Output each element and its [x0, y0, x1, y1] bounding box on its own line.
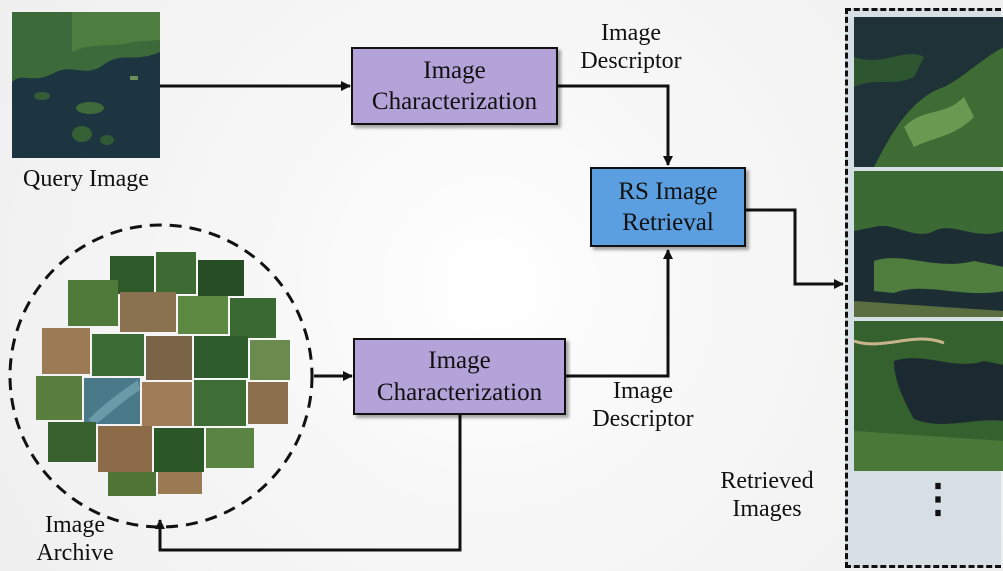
bottom-characterization-line2: Characterization	[376, 378, 543, 406]
more-results-ellipsis: ⋮	[918, 476, 958, 521]
retrieved-images-line2: Images	[732, 495, 802, 522]
query-image	[12, 12, 160, 158]
arrow-top-descriptor-to-retrieval	[558, 84, 673, 166]
top-characterization-line1: Image	[423, 56, 486, 84]
top-descriptor-line2: Descriptor	[580, 47, 682, 74]
arrow-feedback-to-archive	[155, 415, 462, 552]
query-image-caption: Query Image	[23, 166, 149, 192]
retrieved-image-3	[854, 321, 1003, 471]
retrieved-image-2	[854, 171, 1003, 317]
arrow-retrieval-to-results	[745, 208, 844, 289]
arrow-bottom-descriptor-to-retrieval	[566, 249, 673, 378]
image-archive-line1: Image	[45, 512, 105, 538]
image-archive-line2: Archive	[36, 539, 114, 566]
retrieval-line2: Retrieval	[622, 209, 714, 236]
top-characterization-line2: Characterization	[371, 88, 538, 115]
retrieved-image-1	[854, 17, 1003, 167]
image-archive-caption: Image Archive	[10, 512, 140, 567]
top-descriptor-label: Image Descriptor	[556, 20, 706, 75]
bottom-descriptor-line2: Descriptor	[592, 405, 694, 432]
bottom-descriptor-label: Image Descriptor	[568, 378, 718, 433]
bottom-characterization-box: Image Characterization	[353, 338, 566, 415]
archive-dashed-circle	[8, 223, 314, 529]
retrieval-box: RS Image Retrieval	[590, 167, 746, 247]
bottom-characterization-line1: Image	[428, 347, 491, 375]
image-archive-mosaic	[28, 250, 294, 498]
retrieval-line1: RS Image	[618, 177, 718, 205]
bottom-descriptor-line1: Image	[613, 378, 673, 404]
retrieved-images-panel: ⋮	[845, 8, 1003, 568]
top-descriptor-line1: Image	[601, 20, 661, 46]
retrieved-images-caption: Retrieved Images	[700, 468, 834, 523]
retrieved-images-line1: Retrieved	[720, 468, 814, 494]
top-characterization-box: Image Characterization	[351, 47, 558, 125]
